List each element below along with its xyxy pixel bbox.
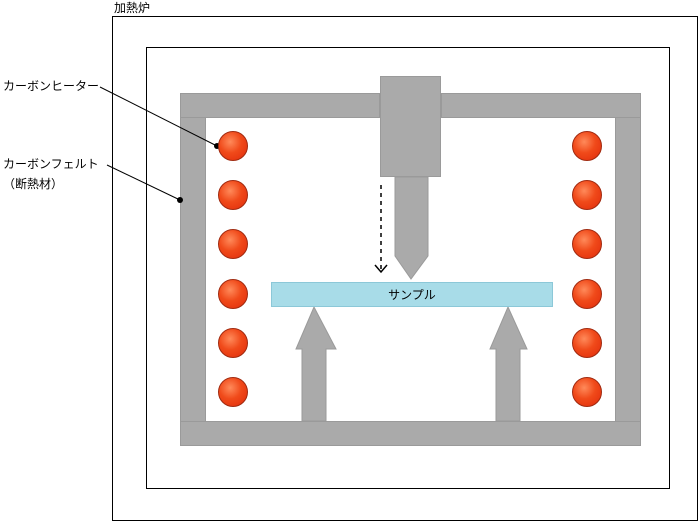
heater-icon (218, 328, 248, 358)
carbon-heater-label: カーボンヒーター (3, 79, 100, 93)
press-rod (394, 176, 429, 280)
heater-icon (218, 229, 248, 259)
heater-icon (218, 180, 248, 210)
heater-icon (218, 279, 248, 309)
insulation-left-wall (180, 93, 206, 446)
arrow-up-icon (489, 305, 528, 422)
heater-icon (572, 131, 602, 161)
felt-leader-line (106, 164, 181, 201)
arrow-up-icon (295, 305, 337, 422)
insulation-top-left (180, 93, 380, 118)
heater-leader-line (99, 86, 218, 147)
furnace-outer-frame (112, 16, 698, 521)
sample-plate: サンプル (271, 282, 553, 307)
heater-icon (572, 229, 602, 259)
heater-icon (572, 279, 602, 309)
chamber-frame (146, 47, 670, 489)
dashed-arrow-down-icon (374, 185, 388, 274)
heater-icon (572, 180, 602, 210)
insulation-top-right (441, 93, 641, 118)
heater-icon (218, 377, 248, 407)
heater-icon (572, 377, 602, 407)
insulation-bottom-wall (180, 421, 641, 446)
press-block (380, 76, 441, 177)
sample-label: サンプル (388, 287, 436, 302)
carbon-felt-label: カーボンフェルト (3, 157, 99, 171)
heater-icon (572, 328, 602, 358)
heater-icon (218, 131, 248, 161)
carbon-felt-sublabel: （断熱材） (3, 177, 64, 191)
furnace-label: 加熱炉 (114, 1, 151, 15)
